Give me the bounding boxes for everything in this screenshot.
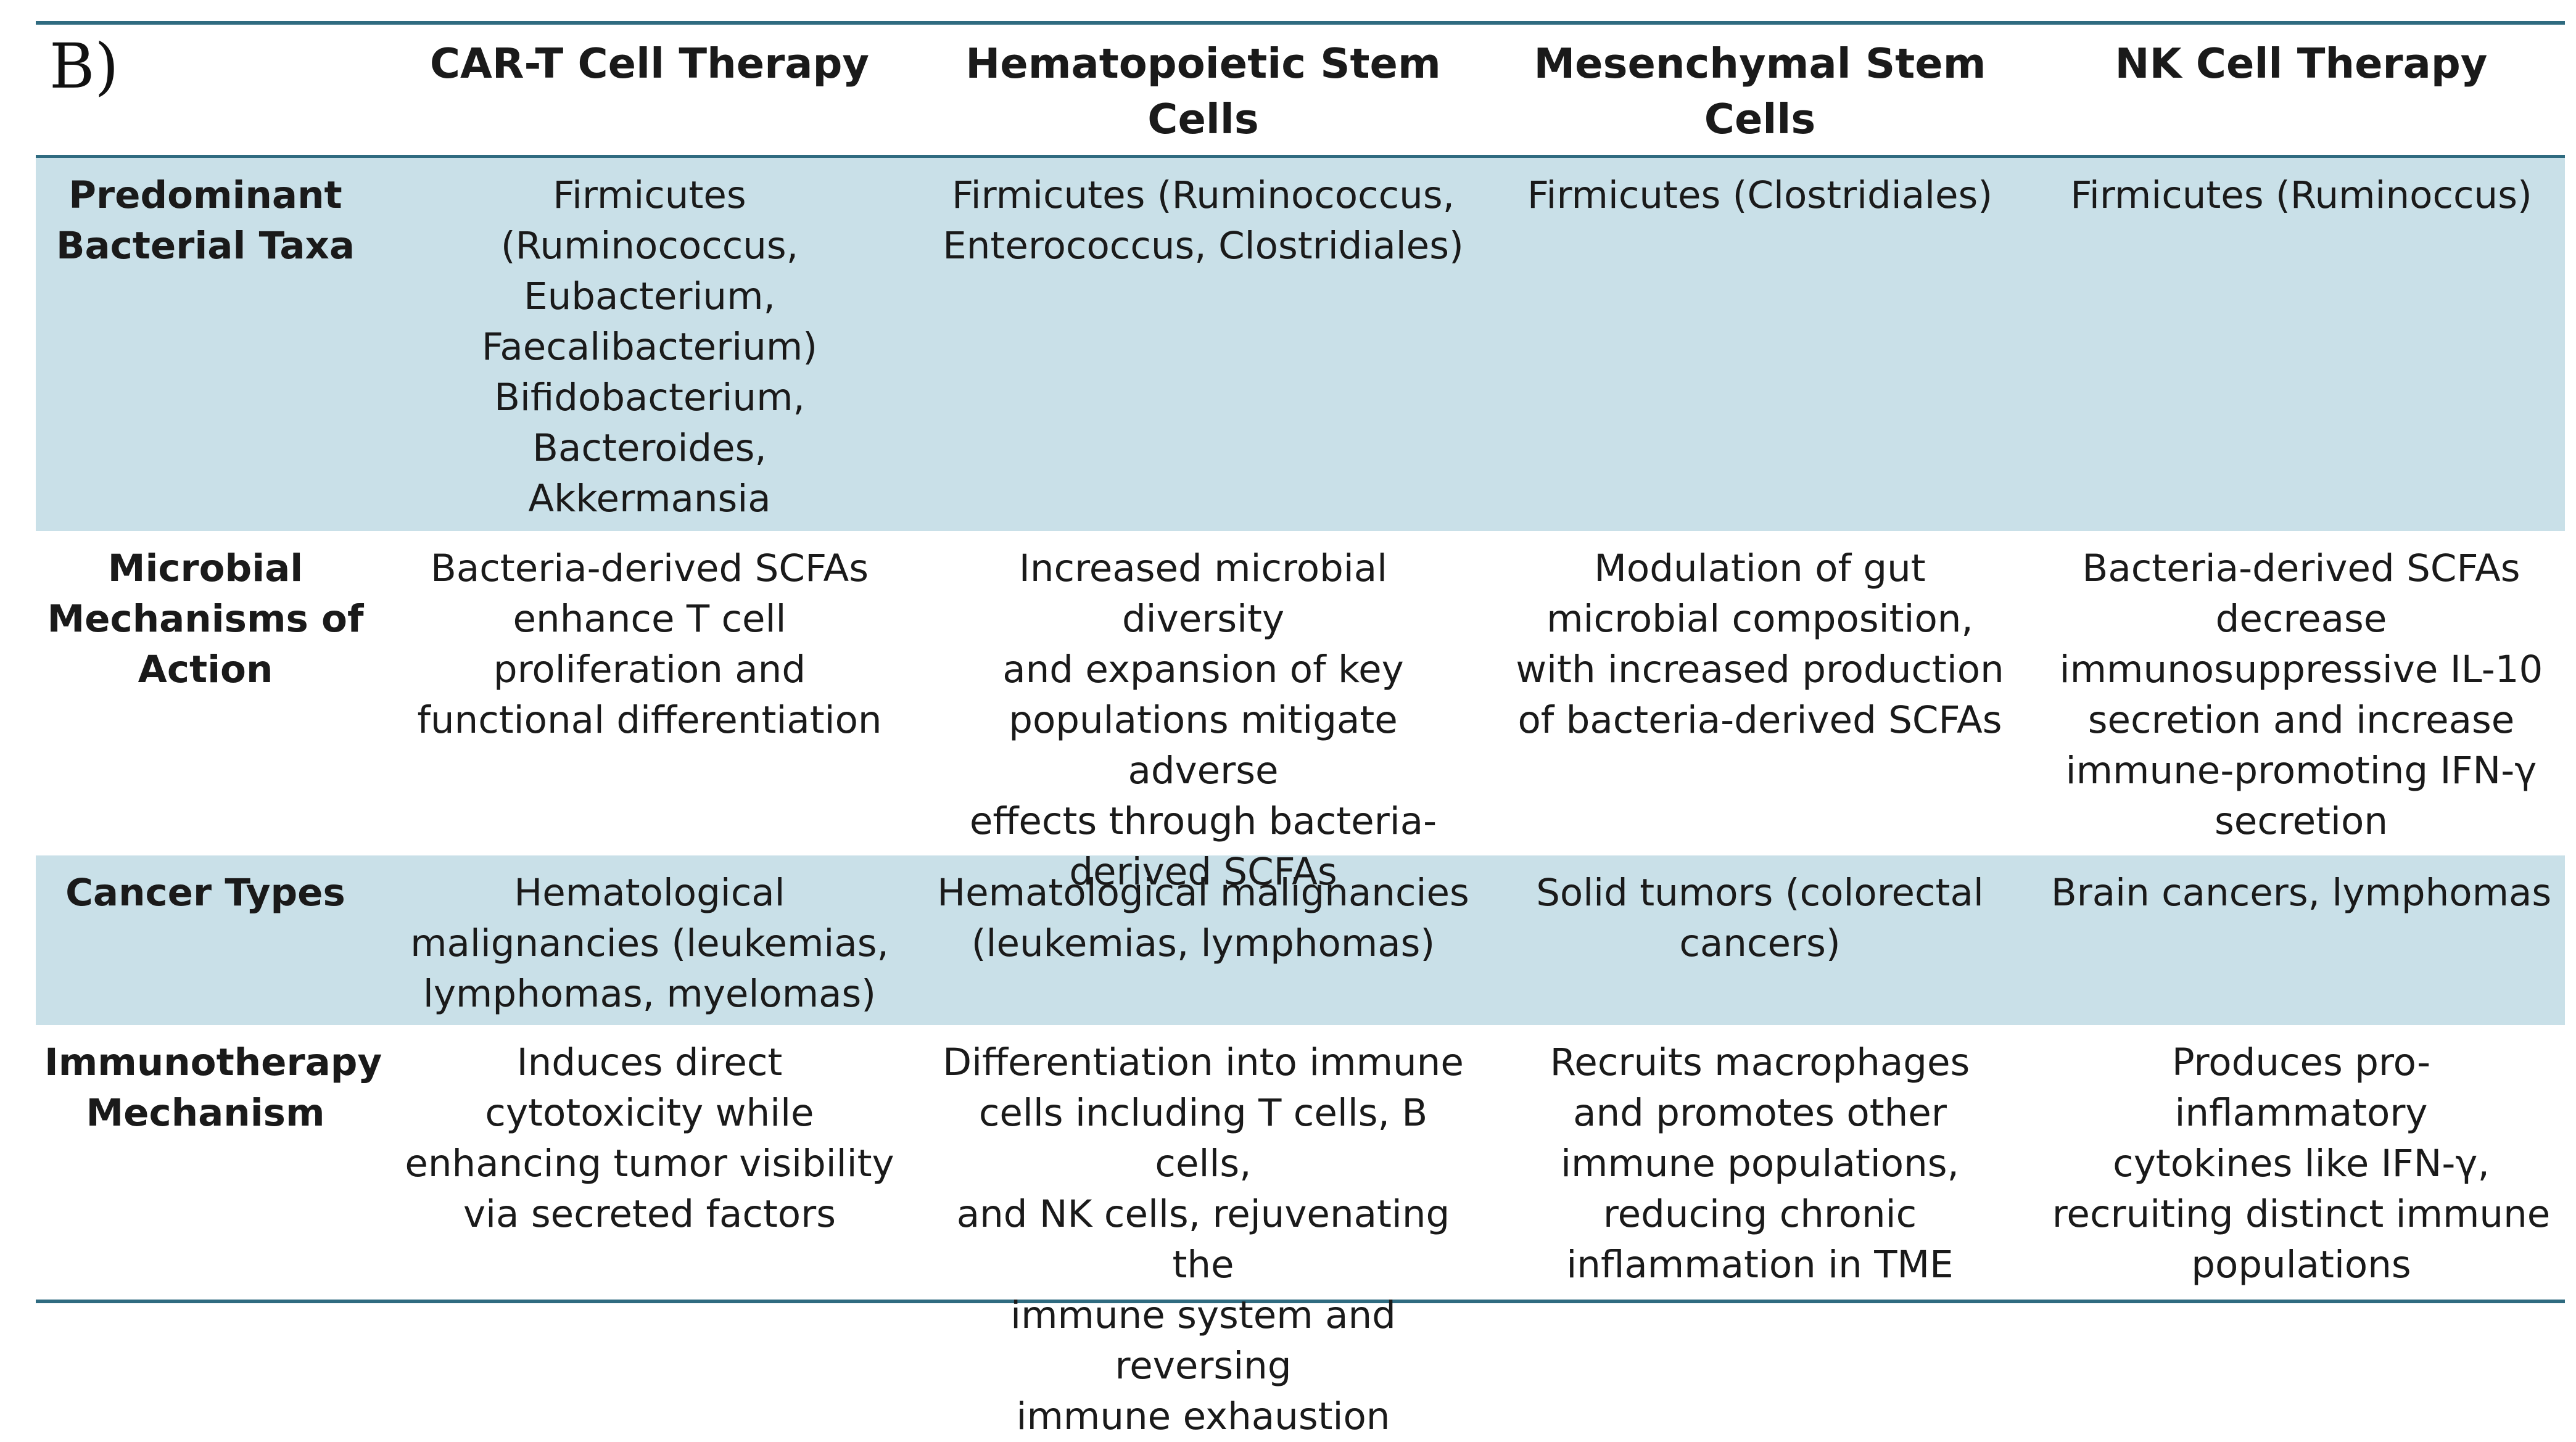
table-row-microbial-mechanisms: Microbial Mechanisms of Action Bacteria-… — [36, 531, 2565, 894]
header-corner-cell — [36, 25, 375, 155]
column-header-mesenchymal: Mesenchymal Stem Cells — [1534, 39, 1986, 143]
table-cell: Increased microbial diversity and expans… — [969, 546, 1437, 894]
column-header-hematopoietic: Hematopoietic Stem Cells — [965, 39, 1441, 143]
column-header-car-t: CAR-T Cell Therapy — [429, 39, 870, 88]
table-row-immunotherapy-mechanism: Immunotherapy Mechanism Induces direct c… — [36, 1025, 2565, 1438]
table-cell: Hematological malignancies (leukemias, l… — [937, 871, 1469, 965]
table-cell: Firmicutes (Ruminoccus) — [2070, 173, 2532, 217]
table-cell: Hematological malignancies (leukemias, l… — [410, 871, 889, 1016]
comparison-table: CAR-T Cell Therapy Hematopoietic Stem Ce… — [36, 21, 2565, 1438]
table-cell: Brain cancers, lymphomas — [2050, 871, 2552, 915]
table-cell: Firmicutes (Ruminococcus, Eubacterium, F… — [481, 173, 818, 521]
row-header-bacterial-taxa: Predominant Bacterial Taxa — [56, 173, 355, 268]
table-cell: Firmicutes (Clostridiales) — [1527, 173, 1993, 217]
table-row-bacterial-taxa: Predominant Bacterial Taxa Firmicutes (R… — [36, 158, 2565, 531]
table-cell: Solid tumors (colorectal cancers) — [1536, 871, 1984, 965]
table-cell: Modulation of gut microbial composition,… — [1516, 546, 2004, 742]
table-cell: Recruits macrophages and promotes other … — [1550, 1040, 1970, 1287]
row-header-cancer-types: Cancer Types — [65, 871, 345, 915]
column-header-nk: NK Cell Therapy — [2115, 39, 2488, 88]
table-cell: Bacteria-derived SCFAs enhance T cell pr… — [417, 546, 882, 742]
table-cell: Firmicutes (Ruminococcus, Enterococcus, … — [943, 173, 1464, 268]
table-cell: Differentiation into immune cells includ… — [943, 1040, 1464, 1438]
table-cell: Produces pro-inflammatory cytokines like… — [2052, 1040, 2551, 1287]
table-row-cancer-types: Cancer Types Hematological malignancies … — [36, 855, 2565, 1025]
row-header-microbial-mechanisms: Microbial Mechanisms of Action — [47, 546, 364, 691]
table-cell: Bacteria-derived SCFAs decrease immunosu… — [2059, 546, 2543, 843]
row-header-immunotherapy-mechanism: Immunotherapy Mechanism — [44, 1040, 382, 1135]
table-cell: Induces direct cytotoxicity while enhanc… — [405, 1040, 894, 1236]
panel-label: B) — [49, 30, 119, 102]
table-header-row: CAR-T Cell Therapy Hematopoietic Stem Ce… — [36, 25, 2565, 158]
